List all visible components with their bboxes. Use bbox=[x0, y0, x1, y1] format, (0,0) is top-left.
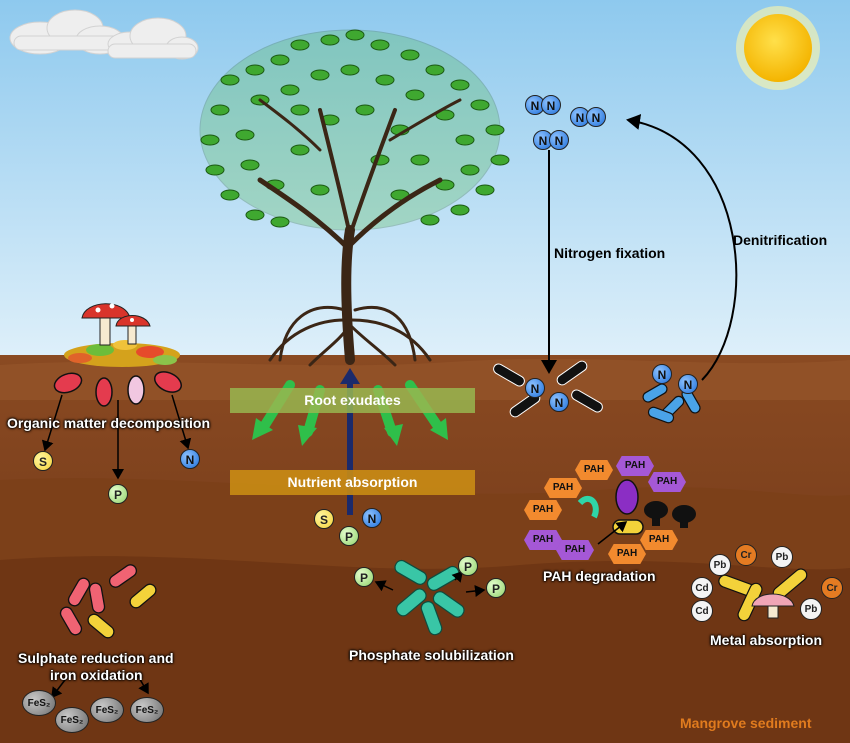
cadmium-atom: Cd bbox=[691, 600, 713, 622]
metal-absorption-label: Metal absorption bbox=[710, 632, 823, 648]
sulfur-atom: S bbox=[33, 451, 53, 471]
nitrogen-atom: N bbox=[525, 378, 545, 398]
arrow-icon bbox=[626, 114, 738, 381]
nitrogen-atom: N bbox=[533, 130, 553, 150]
chromium-atom: Cr bbox=[735, 544, 757, 566]
nitrogen-atom: N bbox=[678, 374, 698, 394]
pah-degradation-label: PAH degradation bbox=[543, 568, 656, 584]
cadmium-atom: Cd bbox=[691, 577, 713, 599]
lead-atom: Pb bbox=[771, 546, 793, 568]
lead-atom: Pb bbox=[800, 598, 822, 620]
chromium-atom: Cr bbox=[821, 577, 843, 599]
iron-sulfide-molecule: FeS₂ bbox=[55, 707, 89, 733]
bacteria-icon bbox=[394, 559, 465, 636]
arrow-icon bbox=[597, 521, 628, 545]
iron-sulfide-molecule: FeS₂ bbox=[130, 697, 164, 723]
pah-molecule: PAH bbox=[544, 478, 582, 498]
iron-oxidation-label: iron oxidation bbox=[50, 667, 143, 683]
phosphorus-atom: P bbox=[339, 526, 359, 546]
root-exudates-label: Root exudates bbox=[304, 392, 401, 408]
iron-sulfide-molecule: FeS₂ bbox=[90, 697, 124, 723]
sulphate-reduction-label: Sulphate reduction and bbox=[18, 650, 174, 666]
bacteria-icon bbox=[53, 371, 182, 407]
arrow-icon bbox=[51, 675, 149, 699]
mangrove-sediment-label: Mangrove sediment bbox=[680, 715, 812, 731]
pah-molecule: PAH bbox=[648, 472, 686, 492]
pah-molecule: PAH bbox=[575, 460, 613, 480]
nitrogen-atom: N bbox=[549, 392, 569, 412]
lead-atom: Pb bbox=[709, 554, 731, 576]
phosphorus-atom: P bbox=[354, 567, 374, 587]
nitrogen-atom: N bbox=[586, 107, 606, 127]
tree-icon bbox=[199, 29, 510, 367]
nutrient-absorption-band: Nutrient absorption bbox=[230, 470, 475, 495]
mushroom-icon bbox=[751, 593, 795, 619]
bacteria-icon bbox=[59, 564, 157, 639]
arrow-icon bbox=[252, 418, 448, 446]
nitrogen-fixation-label: Nitrogen fixation bbox=[554, 245, 666, 261]
sun-icon bbox=[736, 6, 820, 90]
sulfur-atom: S bbox=[314, 509, 334, 529]
soil-layer bbox=[0, 358, 850, 400]
arrow-icon bbox=[41, 394, 192, 480]
root-exudates-band: Root exudates bbox=[230, 388, 475, 413]
phosphate-solubilization-label: Phosphate solubilization bbox=[349, 647, 514, 663]
iron-sulfide-molecule: FeS₂ bbox=[22, 690, 56, 716]
nitrogen-atom: N bbox=[180, 449, 200, 469]
pah-molecule: PAH bbox=[556, 540, 594, 560]
bacteria-icon bbox=[493, 360, 603, 418]
leaf-litter-icon bbox=[64, 340, 180, 367]
phosphorus-atom: P bbox=[486, 578, 506, 598]
phosphorus-atom: P bbox=[108, 484, 128, 504]
nitrogen-atom: N bbox=[652, 364, 672, 384]
pah-molecule: PAH bbox=[640, 530, 678, 550]
pah-molecule: PAH bbox=[524, 500, 562, 520]
mushroom-icon bbox=[81, 303, 151, 346]
nitrogen-atom: N bbox=[541, 95, 561, 115]
mushroom-icon bbox=[644, 501, 696, 528]
pah-molecule: PAH bbox=[616, 456, 654, 476]
sky bbox=[0, 0, 850, 362]
phosphorus-atom: P bbox=[458, 556, 478, 576]
cloud-icon bbox=[107, 17, 199, 60]
bacteria-icon bbox=[642, 383, 701, 424]
nitrogen-atom: N bbox=[362, 508, 382, 528]
soil-layer bbox=[0, 556, 850, 743]
denitrification-label: Denitrification bbox=[733, 232, 828, 248]
pah-molecule: PAH bbox=[524, 530, 562, 550]
nutrient-absorption-label: Nutrient absorption bbox=[287, 474, 418, 490]
pah-molecule: PAH bbox=[608, 544, 646, 564]
organic-matter-label: Organic matter decomposition bbox=[7, 415, 211, 431]
nitrogen-atom: N bbox=[549, 130, 569, 150]
arrow-icon bbox=[340, 368, 360, 384]
